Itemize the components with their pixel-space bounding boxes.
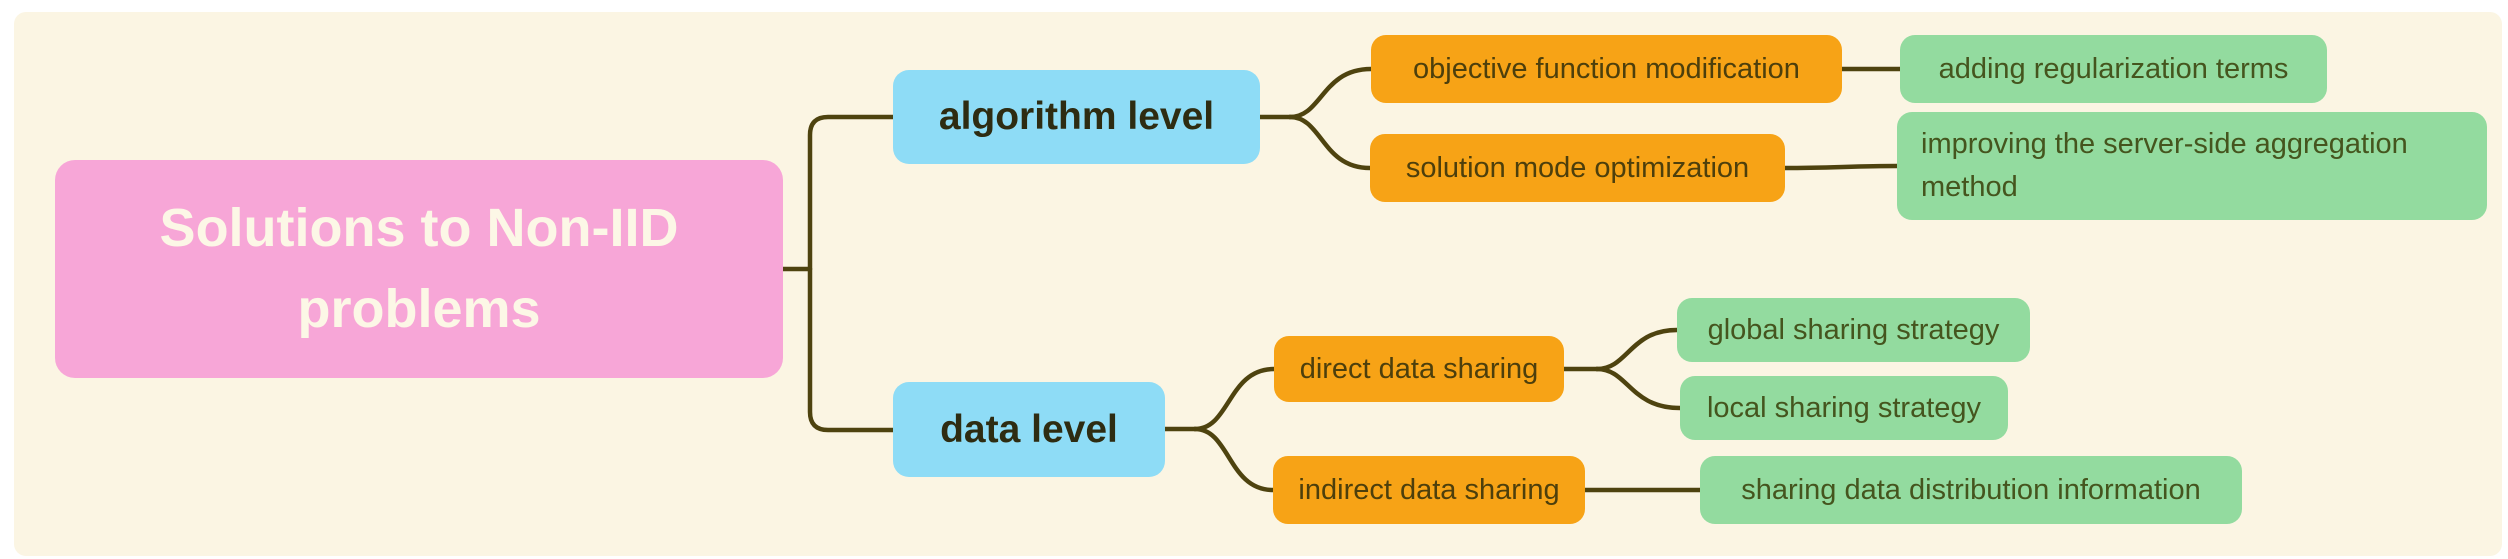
node-indirect-data-sharing[interactable]: indirect data sharing [1273, 456, 1585, 524]
node-root[interactable]: Solutions to Non-IID problems [55, 160, 783, 378]
node-improving-server-side-aggregation[interactable]: improving the server-side aggregation me… [1897, 112, 2487, 220]
node-sharing-data-distribution-information[interactable]: sharing data distribution information [1700, 456, 2242, 524]
node-objective-function-modification[interactable]: objective function modification [1371, 35, 1842, 103]
node-local-sharing-strategy[interactable]: local sharing strategy [1680, 376, 2008, 440]
node-data-level[interactable]: data level [893, 382, 1165, 477]
node-algorithm-level[interactable]: algorithm level [893, 70, 1260, 164]
node-adding-regularization-terms[interactable]: adding regularization terms [1900, 35, 2327, 103]
node-solution-mode-optimization[interactable]: solution mode optimization [1370, 134, 1785, 202]
node-direct-data-sharing[interactable]: direct data sharing [1274, 336, 1564, 402]
node-global-sharing-strategy[interactable]: global sharing strategy [1677, 298, 2030, 362]
